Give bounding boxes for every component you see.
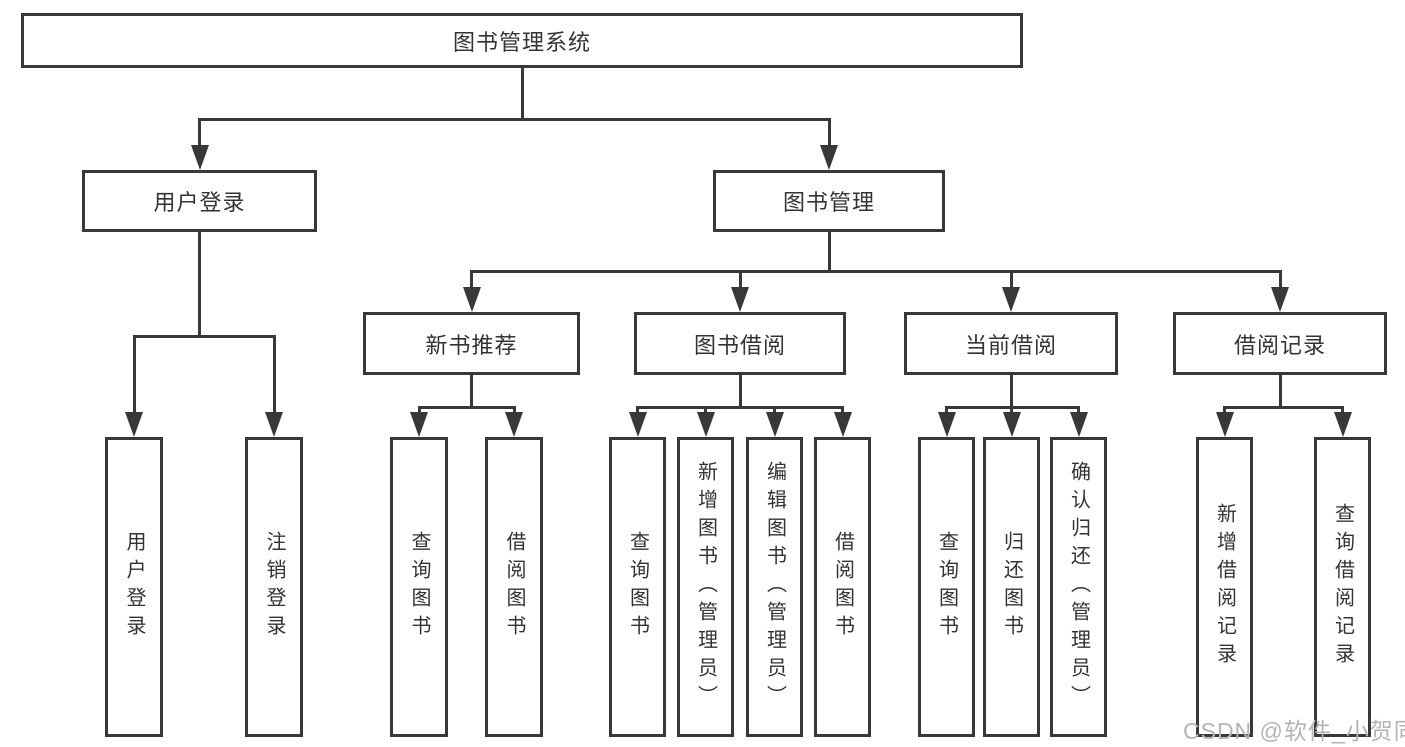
connector-bus: [198, 118, 831, 121]
csdn-watermark: CSDN @软件_小贺同学: [1183, 718, 1405, 744]
node-label: 查询图书: [408, 531, 430, 643]
connector-stub: [1009, 375, 1013, 409]
connector-drop: [636, 406, 639, 415]
node-book-management: 图书管理: [713, 170, 945, 232]
connector-stub: [520, 68, 524, 121]
arrow-down-icon: [1002, 287, 1020, 312]
connector-drop: [272, 335, 276, 415]
node-label: 借阅记录: [1233, 332, 1326, 358]
node-label: 借阅图书: [503, 531, 525, 643]
connector-drop: [945, 406, 948, 415]
node-logout-leaf: 注销登录: [245, 437, 303, 737]
node-current-borrowing: 当前借阅: [904, 312, 1118, 375]
node-label: 借阅图书: [831, 531, 854, 643]
node-new-book-recommendation: 新书推荐: [363, 312, 580, 375]
connector-bus: [636, 406, 844, 409]
arrow-down-icon: [125, 412, 143, 437]
connector-drop: [132, 335, 136, 415]
arrow-down-icon: [1069, 412, 1088, 437]
node-library-management-system: 图书管理系统: [21, 13, 1023, 68]
node-label: 确认归还（管理员）: [1067, 461, 1090, 713]
arrow-down-icon: [1215, 412, 1234, 437]
node-nbr-borrow-books: 借阅图书: [485, 437, 543, 737]
node-label: 新增借阅记录: [1213, 503, 1236, 671]
connector-stub: [198, 232, 201, 338]
connector-drop: [1278, 270, 1282, 290]
node-bb-borrow-books: 借阅图书: [814, 437, 871, 737]
connector-drop: [1077, 406, 1080, 415]
connector-drop: [470, 270, 473, 290]
connector-stub: [738, 375, 742, 409]
connector-drop: [1009, 270, 1013, 290]
connector-stub: [1278, 375, 1282, 409]
arrow-down-icon: [190, 145, 209, 170]
node-rec-add-borrow-record: 新增借阅记录: [1196, 437, 1253, 737]
node-label: 归还图书: [1000, 531, 1023, 643]
node-user-login-leaf: 用户登录: [105, 437, 163, 737]
connector-drop: [1010, 406, 1013, 415]
arrow-down-icon: [765, 412, 784, 437]
connector-bus: [132, 335, 276, 338]
node-label: 图书管理系统: [452, 29, 591, 55]
connector-stub: [827, 232, 831, 273]
node-label: 当前借阅: [964, 332, 1057, 358]
connector-bus: [417, 406, 516, 409]
arrow-down-icon: [731, 287, 749, 312]
arrow-down-icon: [265, 412, 283, 437]
node-nbr-query-books: 查询图书: [390, 437, 448, 737]
arrow-down-icon: [1002, 412, 1021, 437]
node-user-login: 用户登录: [82, 170, 317, 232]
node-label: 用户登录: [123, 531, 145, 643]
connector-bus: [1223, 406, 1344, 409]
node-label: 查询图书: [626, 531, 649, 643]
connector-drop: [512, 406, 516, 415]
connector-drop: [773, 406, 776, 415]
node-cb-confirm-return-admin: 确认归还（管理员）: [1050, 437, 1107, 737]
arrow-down-icon: [1271, 287, 1289, 312]
node-cb-query-books: 查询图书: [918, 437, 975, 737]
connector-drop: [738, 270, 742, 290]
connector-drop: [198, 118, 201, 148]
connector-drop: [1341, 406, 1344, 415]
arrow-down-icon: [505, 412, 523, 437]
node-label: 用户登录: [153, 190, 246, 215]
arrow-down-icon: [833, 412, 852, 437]
arrow-down-icon: [410, 412, 428, 437]
node-bb-add-books-admin: 新增图书（管理员）: [677, 437, 734, 737]
arrow-down-icon: [462, 287, 481, 312]
node-book-borrowing: 图书借阅: [634, 312, 846, 375]
node-rec-query-borrow-record: 查询借阅记录: [1314, 437, 1371, 737]
connector-drop: [841, 406, 844, 415]
connector-bus: [470, 270, 1282, 273]
node-label: 图书管理: [782, 190, 875, 215]
arrow-down-icon: [628, 412, 647, 437]
node-label: 查询借阅记录: [1331, 503, 1354, 671]
node-label: 注销登录: [263, 531, 285, 643]
connector-stub: [470, 375, 473, 409]
connector-drop: [1223, 406, 1226, 415]
arrow-down-icon: [1333, 412, 1352, 437]
node-bb-query-books: 查询图书: [609, 437, 666, 737]
node-borrowing-records: 借阅记录: [1173, 312, 1387, 375]
arrow-down-icon: [937, 412, 956, 437]
connector-drop: [827, 118, 831, 148]
node-label: 图书借阅: [693, 332, 786, 358]
node-label: 编辑图书（管理员）: [763, 461, 786, 713]
node-label: 查询图书: [935, 531, 958, 643]
node-cb-return-books: 归还图书: [983, 437, 1040, 737]
node-label: 新增图书（管理员）: [694, 461, 717, 713]
connector-drop: [704, 406, 707, 415]
arrow-down-icon: [696, 412, 715, 437]
arrow-down-icon: [820, 145, 838, 170]
connector-drop: [417, 406, 421, 415]
node-label: 新书推荐: [425, 332, 518, 358]
node-bb-edit-books-admin: 编辑图书（管理员）: [746, 437, 803, 737]
